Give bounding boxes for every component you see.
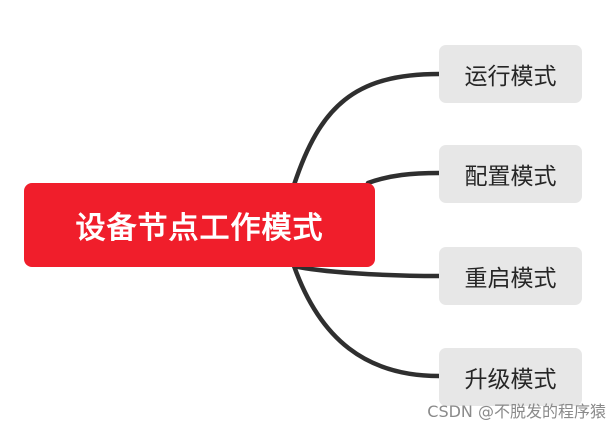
connector-line-config (365, 170, 442, 186)
branch-node-restart-mode[interactable]: 重启模式 (439, 247, 582, 305)
branch-node-label: 重启模式 (464, 266, 557, 292)
branch-node-label: 升级模式 (464, 367, 557, 393)
connector-line-run (291, 71, 442, 188)
root-node-label: 设备节点工作模式 (75, 211, 324, 246)
branch-node-config-mode[interactable]: 配置模式 (439, 145, 582, 203)
connector-line-upgrade (291, 263, 442, 379)
root-node[interactable]: 设备节点工作模式 (24, 183, 375, 267)
watermark: CSDN @不脱发的程序猿 (427, 402, 606, 421)
branch-node-label: 配置模式 (464, 164, 557, 190)
branch-node-run-mode[interactable]: 运行模式 (439, 45, 582, 103)
connector-line-restart (291, 263, 442, 279)
branch-node-upgrade-mode[interactable]: 升级模式 (439, 348, 582, 406)
branch-node-label: 运行模式 (464, 64, 557, 90)
